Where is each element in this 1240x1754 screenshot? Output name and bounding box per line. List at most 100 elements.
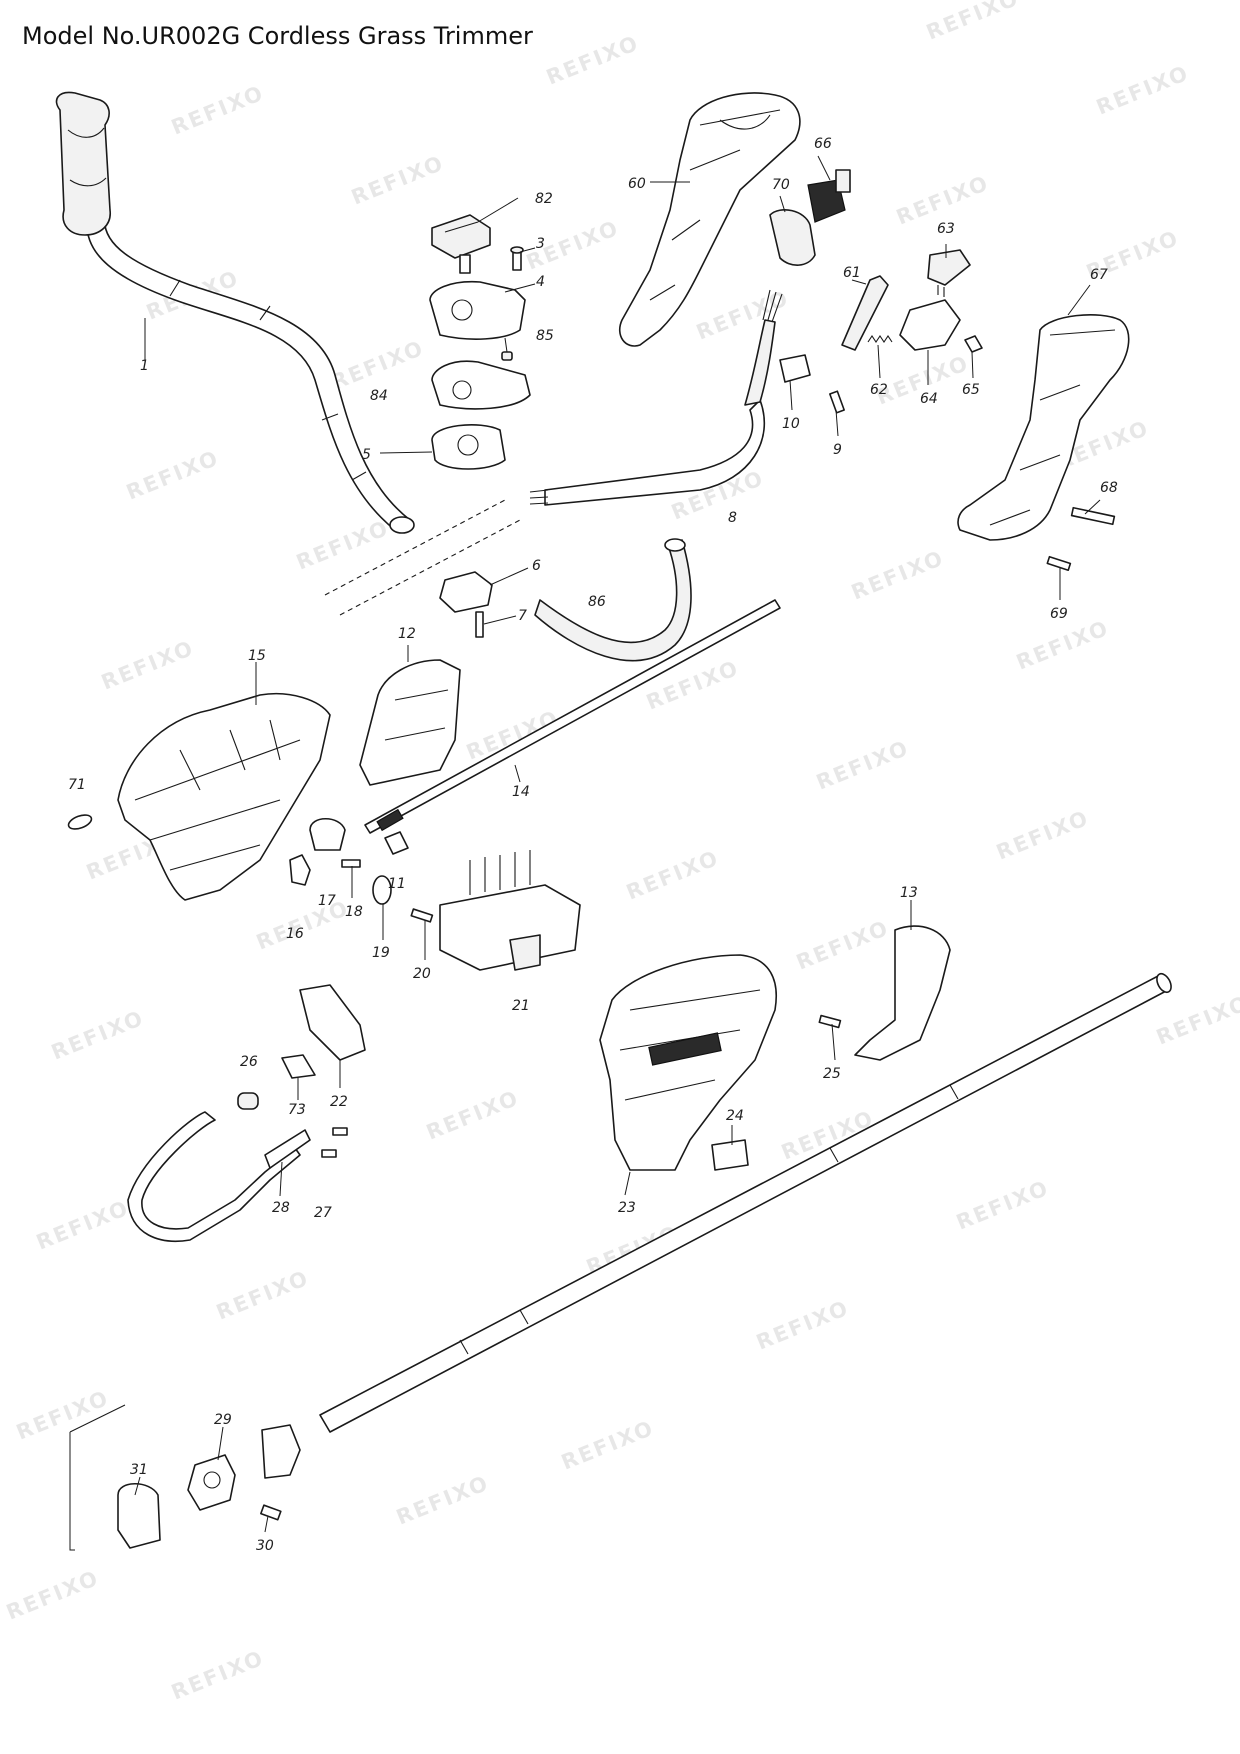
label-66: 66	[814, 136, 832, 152]
label-31: 31	[130, 1462, 148, 1478]
part-65-clip	[964, 335, 983, 353]
watermark: REFIXO	[1013, 616, 1113, 675]
label-15: 15	[248, 648, 266, 664]
part-66-switch	[807, 169, 851, 223]
watermark: REFIXO	[213, 1266, 313, 1325]
part-29b-clamp	[261, 1424, 301, 1479]
part-86-hose	[534, 538, 692, 662]
main-shaft-tube	[319, 972, 1172, 1433]
part-10-clip	[779, 354, 811, 383]
watermark: REFIXO	[3, 1566, 103, 1625]
label-30: 30	[256, 1538, 274, 1554]
alignment-line	[324, 499, 506, 596]
part-6-clamp	[439, 571, 493, 613]
label-12: 12	[398, 626, 416, 642]
label-21: 21	[512, 998, 530, 1014]
part-labels: 1 82 3 4 85 84 5 6 7 8 9 10 60 61 62 63 …	[68, 136, 1118, 1554]
label-1: 1	[140, 358, 149, 374]
watermark: REFIXO	[693, 286, 793, 345]
part-1-handle	[55, 91, 415, 534]
part-14-shaft	[364, 599, 781, 834]
label-69: 69	[1050, 606, 1068, 622]
part-61-lever	[841, 275, 889, 351]
label-28: 28	[272, 1200, 290, 1216]
label-82: 82	[535, 191, 553, 207]
part-4-clamp	[429, 280, 526, 340]
label-63: 63	[937, 221, 955, 237]
label-73: 73	[288, 1102, 306, 1118]
part-8-cable	[529, 289, 783, 506]
part-20-screw	[410, 908, 434, 923]
part-82-knob	[431, 214, 491, 274]
watermark: REFIXO	[168, 1646, 268, 1705]
part-11-bushing	[384, 831, 409, 855]
part-16-bumper	[289, 854, 311, 886]
label-84: 84	[370, 388, 388, 404]
watermark: REFIXO	[33, 1196, 133, 1255]
watermark: REFIXO	[98, 636, 198, 695]
part-17-clamp	[309, 817, 346, 851]
label-65: 65	[962, 382, 980, 398]
part-26-cap	[237, 1092, 259, 1110]
watermark: REFIXO	[993, 806, 1093, 865]
part-5-clamp	[431, 424, 506, 470]
label-10: 10	[782, 416, 800, 432]
label-19: 19	[372, 945, 390, 961]
part-21-terminal-block	[439, 850, 581, 971]
watermark: REFIXO	[168, 81, 268, 140]
part-27-screw	[321, 1127, 348, 1158]
watermark: REFIXO	[623, 846, 723, 905]
part-30-screw	[260, 1504, 282, 1521]
label-17: 17	[318, 893, 336, 909]
part-67-handle-half	[957, 314, 1130, 541]
part-25-screw	[818, 1014, 842, 1029]
watermark: REFIXO	[328, 336, 428, 395]
label-64: 64	[920, 391, 938, 407]
label-6: 6	[532, 558, 541, 574]
label-71: 71	[68, 777, 86, 793]
label-27: 27	[314, 1205, 332, 1221]
label-60: 60	[628, 176, 646, 192]
watermark: REFIXO	[953, 1176, 1053, 1235]
part-70-button	[769, 209, 816, 266]
part-63-lockout	[927, 249, 971, 297]
alignment-line	[339, 519, 521, 616]
part-29-clamp	[187, 1454, 236, 1511]
part-18-screw	[341, 859, 361, 868]
part-69-screw	[1046, 555, 1072, 572]
label-85: 85	[536, 328, 554, 344]
watermark: REFIXO	[1153, 991, 1240, 1050]
part-28-loop-handle	[127, 1111, 311, 1242]
part-31-clamp	[117, 1482, 161, 1549]
watermark: REFIXO	[123, 446, 223, 505]
watermark: REFIXO	[1093, 61, 1193, 120]
part-85-pin	[501, 351, 513, 361]
label-9: 9	[833, 442, 842, 458]
part-23-motor-housing	[599, 954, 777, 1171]
part-12-cover	[359, 659, 461, 786]
label-23: 23	[618, 1200, 636, 1216]
watermark: REFIXO	[13, 1386, 113, 1445]
label-13: 13	[900, 885, 918, 901]
watermark: REFIXO	[348, 151, 448, 210]
label-18: 18	[345, 904, 363, 920]
label-14: 14	[512, 784, 530, 800]
label-16: 16	[286, 926, 304, 942]
label-25: 25	[823, 1066, 841, 1082]
part-7-screw	[475, 611, 484, 638]
part-71-washer	[67, 814, 93, 830]
part-3-screw	[510, 246, 524, 271]
label-22: 22	[330, 1094, 348, 1110]
label-8: 8	[728, 510, 737, 526]
part-9-screw	[829, 390, 845, 414]
watermark: REFIXO	[423, 1086, 523, 1145]
part-68-screw	[1070, 506, 1116, 526]
label-68: 68	[1100, 480, 1118, 496]
label-5: 5	[362, 447, 371, 463]
watermark: REFIXO	[813, 736, 913, 795]
watermark: REFIXO	[48, 1006, 148, 1065]
part-15-housing	[117, 692, 331, 901]
label-4: 4	[536, 274, 545, 290]
page-title: Model No.UR002G Cordless Grass Trimmer	[22, 22, 533, 50]
watermark: REFIXO	[543, 31, 643, 90]
